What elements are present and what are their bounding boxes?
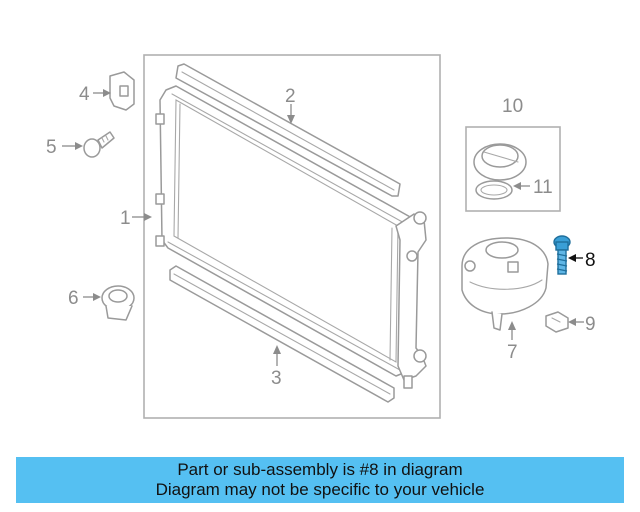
callout-1: 1 — [120, 208, 131, 229]
radiator — [155, 85, 427, 389]
banner-line-part-number: Part or sub-assembly is #8 in diagram — [177, 460, 463, 479]
callout-10: 10 — [502, 96, 523, 117]
expansion-tank-cap — [473, 143, 527, 181]
callout-2: 2 — [285, 86, 296, 107]
leader-arrow-11 — [513, 182, 521, 190]
leader-arrow-5 — [75, 142, 83, 150]
clip-nut — [545, 311, 569, 333]
mounting-bolt — [83, 131, 115, 158]
cap-seal-ring — [475, 180, 513, 200]
banner-line-disclaimer: Diagram may not be specific to your vehi… — [155, 480, 485, 499]
expansion-tank — [461, 237, 549, 331]
callout-5: 5 — [46, 137, 57, 158]
rubber-grommet — [101, 285, 135, 321]
lower-seal-strip — [169, 265, 395, 403]
leader-arrow-7 — [508, 321, 516, 330]
leader-arrow-8 — [568, 254, 576, 262]
callout-4: 4 — [79, 84, 90, 105]
callout-9: 9 — [585, 314, 596, 335]
leader-arrow-6 — [93, 293, 101, 301]
cap-assembly-frame — [465, 126, 561, 212]
radiator-assembly-frame — [143, 54, 441, 419]
callout-7: 7 — [507, 342, 518, 363]
leader-arrow-2 — [287, 115, 295, 124]
callout-8: 8 — [585, 250, 596, 271]
callout-3: 3 — [271, 368, 282, 389]
callout-6: 6 — [68, 288, 79, 309]
highlighted-bolt — [553, 235, 571, 275]
leader-arrow-4 — [103, 89, 111, 97]
upper-seal-strip — [175, 63, 401, 197]
leader-arrow-3 — [273, 345, 281, 354]
info-banner: Part or sub-assembly is #8 in diagram Di… — [16, 457, 624, 503]
leader-arrow-1 — [144, 213, 152, 221]
callout-11: 11 — [533, 177, 553, 198]
radiator-clip — [109, 71, 135, 111]
leader-arrow-9 — [568, 318, 576, 326]
